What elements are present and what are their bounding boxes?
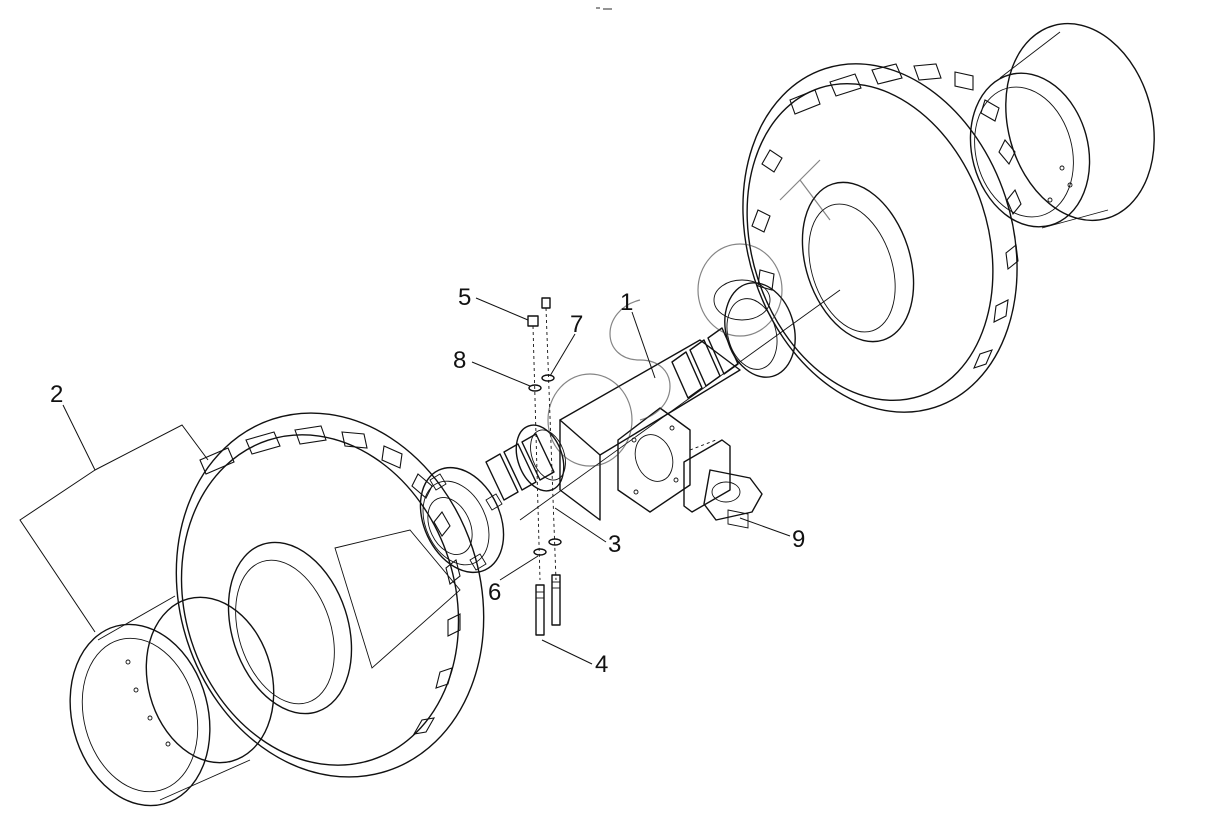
callout-5: 5 xyxy=(458,284,529,321)
callout-label: 7 xyxy=(570,311,583,338)
callout-label: 8 xyxy=(453,347,466,374)
gearbox-flange xyxy=(617,407,691,513)
watermark xyxy=(547,159,831,467)
callout-8: 8 xyxy=(453,347,531,387)
callout-2: 2 xyxy=(19,381,209,633)
callout-label: 5 xyxy=(458,284,471,311)
callout-9: 9 xyxy=(739,517,805,553)
axle-fins-right xyxy=(671,327,739,399)
right-tire-tread xyxy=(751,63,1022,369)
callout-1: 1 xyxy=(620,289,656,379)
left-tire-tread xyxy=(199,425,461,735)
hydraulic-motor xyxy=(683,439,763,529)
left-tire xyxy=(175,412,485,778)
left-rim xyxy=(69,595,275,807)
callout-7: 7 xyxy=(549,311,583,377)
right-tire xyxy=(742,63,1022,413)
axle-fins-left xyxy=(485,433,555,501)
top-mark xyxy=(596,7,612,10)
callout-3: 3 xyxy=(554,507,621,558)
callout-label: 2 xyxy=(50,381,63,408)
callout-6: 6 xyxy=(488,555,539,606)
callout-label: 9 xyxy=(792,526,805,553)
callout-label: 4 xyxy=(595,651,608,678)
left-hub xyxy=(419,466,505,574)
callout-label: 1 xyxy=(620,289,633,316)
fasteners xyxy=(527,297,562,636)
callout-label: 6 xyxy=(488,579,501,606)
callout-4: 4 xyxy=(541,639,608,678)
right-rim xyxy=(969,22,1155,229)
callout-label: 3 xyxy=(608,531,621,558)
axle-housing xyxy=(485,289,841,521)
